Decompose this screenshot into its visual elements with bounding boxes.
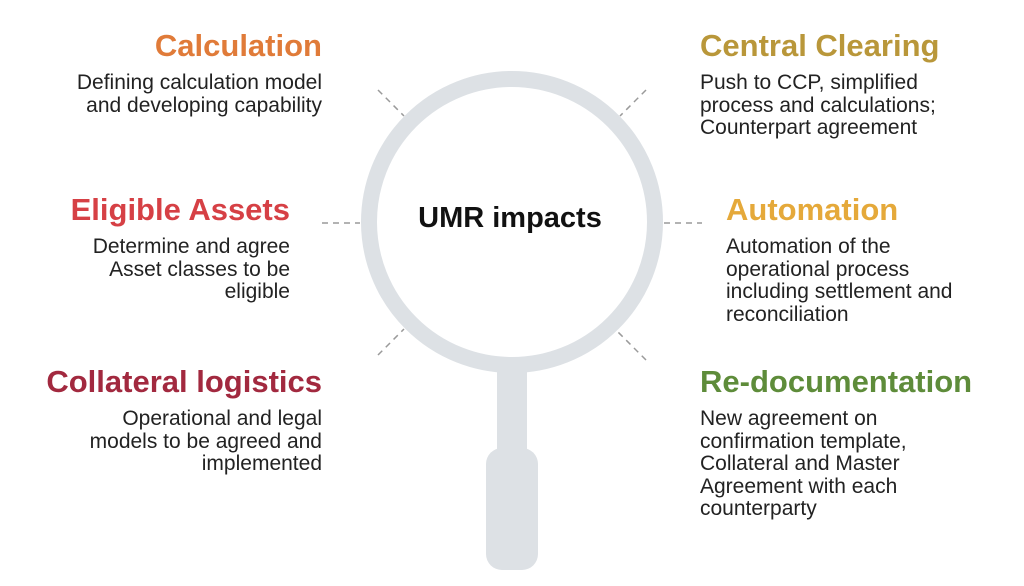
re-documentation-description: New agreement on confirmation template, …	[700, 407, 907, 520]
center-label: UMR impacts	[418, 202, 602, 234]
connector-central-clearing	[619, 89, 647, 117]
calculation-description: Defining calculation model and developin…	[76, 71, 322, 117]
eligible-assets-description: Determine and agree Asset classes to be …	[92, 235, 290, 303]
automation-description: Automation of the operational process in…	[726, 235, 953, 326]
collateral-logistics-description: Operational and legal models to be agree…	[89, 407, 322, 475]
central-clearing-description: Push to CCP, simplified process and calc…	[700, 71, 936, 139]
automation-title: Automation	[726, 192, 899, 227]
connector-re-documentation	[617, 331, 647, 361]
collateral-logistics-title: Collateral logistics	[46, 364, 322, 399]
re-documentation-title: Re-documentation	[700, 364, 973, 399]
magnifier-lens	[361, 71, 663, 373]
magnifier-handle	[486, 448, 538, 570]
connector-collateral-logistics	[377, 328, 405, 356]
connector-calculation	[377, 89, 405, 117]
eligible-assets-title: Eligible Assets	[70, 192, 290, 227]
magnifier-neck	[497, 360, 527, 460]
calculation-title: Calculation	[154, 28, 322, 63]
central-clearing-title: Central Clearing	[700, 28, 940, 63]
